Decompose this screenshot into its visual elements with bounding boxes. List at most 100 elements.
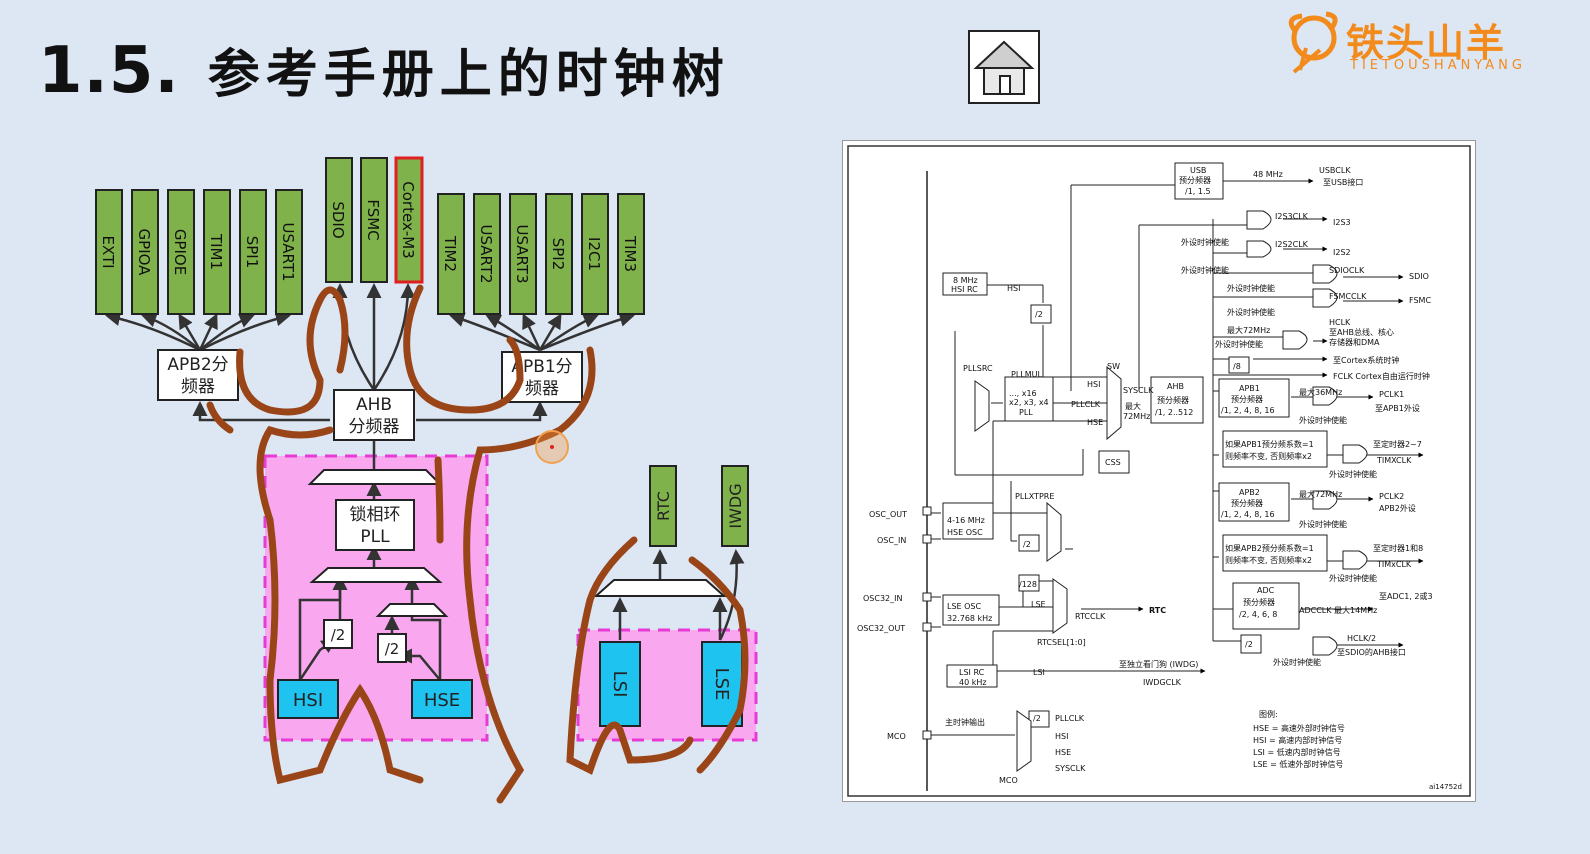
pclk1-target: 至APB1外设 — [1375, 403, 1420, 413]
apb2-label-1: APB2分 — [167, 355, 228, 375]
lseosc-label-1: LSE OSC — [947, 602, 982, 611]
osc-in-label: OSC_IN — [877, 536, 906, 545]
hclk2-en: 外设时钟使能 — [1273, 657, 1321, 667]
sysclk-label: SYSCLK — [1123, 386, 1154, 395]
adc-label-2: 预分频器 — [1243, 597, 1275, 607]
hsirc-label-1: 8 MHz — [953, 276, 978, 285]
fclk-label: FCLK Cortex自由运行时钟 — [1333, 371, 1430, 381]
legend-hsi: HSI = 高速内部时钟信号 — [1253, 735, 1342, 745]
max72b-1: 最大 — [1125, 401, 1141, 411]
fsmc-en-2: 外设时钟使能 — [1227, 307, 1275, 317]
ahb-label-2: 分频器 — [349, 417, 400, 437]
rtc-block — [649, 465, 677, 547]
tim18-label: 至定时器1和8 — [1373, 543, 1423, 553]
ahb-label-2: 预分频器 — [1157, 395, 1189, 405]
logo-cn: 铁头山羊 — [1346, 21, 1507, 65]
periph-label-gpioe: GPIOE — [171, 229, 189, 275]
apb1-note-1: 如果APB1预分频系数=1 — [1225, 439, 1314, 449]
pclk2-target: APB2外设 — [1379, 503, 1416, 513]
tree-trunk-strokes — [206, 284, 749, 804]
max72-label: 最大72MHz — [1227, 325, 1270, 335]
periph-label-usart2: USART2 — [477, 224, 495, 283]
hclk2-div: /2 — [1245, 640, 1253, 649]
title-number: 1.5. — [38, 34, 180, 108]
fsmcclk-label: FSMCCLK — [1329, 292, 1367, 301]
tim27-en: 外设时钟使能 — [1329, 469, 1377, 479]
apb2-label-2: 预分频器 — [1231, 498, 1263, 508]
max72b-2: 72MHz — [1123, 412, 1150, 421]
periph-label-tim1: TIM1 — [207, 233, 225, 270]
hclk2-label: HCLK/2 — [1347, 634, 1376, 643]
periph-label-tim3: TIM3 — [621, 235, 639, 272]
iwdg-target: 至独立看门狗 (IWDG) — [1119, 659, 1198, 669]
mco-src-div2: /2 — [1033, 714, 1041, 723]
periph-box-tim2 — [437, 193, 465, 315]
pclk1-label: PCLK1 — [1379, 390, 1404, 399]
sdio-en: 外设时钟使能 — [1181, 265, 1229, 275]
ahb-label-3: /1, 2..512 — [1155, 408, 1193, 417]
lseosc-label-2: 32.768 kHz — [947, 614, 992, 623]
i2s2-en: 外设时钟使能 — [1181, 237, 1229, 247]
rtc-label: RTC — [654, 491, 673, 521]
hse-label: HSE — [424, 690, 460, 711]
fsmc-label: FSMC — [1409, 296, 1431, 305]
lse-label: LSE — [711, 668, 732, 701]
periph-label-exti: EXTI — [99, 235, 117, 268]
usbclk-label: USBCLK — [1319, 166, 1351, 175]
hclk-label-3: 存储器和DMA — [1329, 337, 1380, 347]
pll-label: PLL — [1019, 408, 1033, 417]
ahb-label-1: AHB — [1167, 382, 1184, 391]
osc-out-label: OSC_OUT — [869, 510, 907, 519]
max72c-label: 最大72MHz — [1299, 489, 1342, 499]
pll-label-1: 锁相环 — [350, 505, 401, 525]
apb2-label-1: APB2 — [1239, 488, 1260, 497]
periph-box-usart1 — [275, 189, 303, 315]
apb1-label-1: APB1 — [1239, 384, 1260, 393]
adcclk-label: ADCCLK 最大14MHz — [1299, 605, 1377, 615]
periph-box-tim1 — [203, 189, 231, 315]
hclk-label-2: 至AHB总线、核心 — [1329, 327, 1394, 337]
periph-label-tim2: TIM2 — [441, 235, 459, 272]
pll-label-2: PLL — [360, 527, 390, 547]
periph-label-usart1: USART1 — [279, 222, 297, 281]
pll-box — [335, 499, 415, 551]
osc32-in-label: OSC32_IN — [863, 594, 903, 603]
sw-hse: HSE — [1087, 418, 1103, 427]
mco-src-hsi: HSI — [1055, 732, 1068, 741]
periph-label-cortex-m3: Cortex-M3 — [399, 181, 417, 258]
legend-lse: LSE = 低速外部时钟信号 — [1253, 759, 1343, 769]
div2-box-hse — [377, 633, 407, 663]
i2s2clk-label: I2S2CLK — [1275, 240, 1309, 249]
periph-label-spi1: SPI1 — [243, 236, 261, 269]
apb1-label-3: /1, 2, 4, 8, 16 — [1221, 406, 1275, 415]
periph-box-spi1 — [239, 189, 267, 315]
max36-label: 最大36MHz — [1299, 387, 1342, 397]
hsirc-label-2: HSI RC — [951, 285, 978, 294]
cortex-timer-label: 至Cortex系统时钟 — [1333, 355, 1399, 365]
hclk2-target: 至SDIO的AHB接口 — [1337, 647, 1406, 657]
rtcsel-label: RTCSEL[1:0] — [1037, 638, 1086, 647]
div8-label: /8 — [1233, 362, 1241, 371]
usb-label-3: /1, 1.5 — [1185, 187, 1211, 196]
mco-output-label: 主时钟输出 — [945, 717, 985, 727]
home-button[interactable] — [968, 30, 1040, 104]
pllxtpre-div2: /2 — [1023, 540, 1031, 549]
div2-box-hsi — [323, 619, 353, 649]
usb-label-1: USB — [1190, 166, 1206, 175]
apb1-label-2: 频器 — [525, 379, 559, 399]
rtcclk-label: RTCCLK — [1075, 612, 1106, 621]
lsi-label: LSI — [609, 671, 630, 698]
pll-mux-shape — [309, 567, 443, 583]
apb2-label-2: 频器 — [181, 377, 215, 397]
periph-box-tim3 — [617, 193, 645, 315]
pclk2-en: 外设时钟使能 — [1299, 519, 1347, 529]
periph-box-exti — [95, 189, 123, 315]
i2s3clk-label: I2S3CLK — [1275, 212, 1309, 221]
periph-box-fsmc — [360, 157, 388, 283]
periph-box-spi2 — [545, 193, 573, 315]
usbclk-target: 至USB接口 — [1323, 177, 1363, 187]
